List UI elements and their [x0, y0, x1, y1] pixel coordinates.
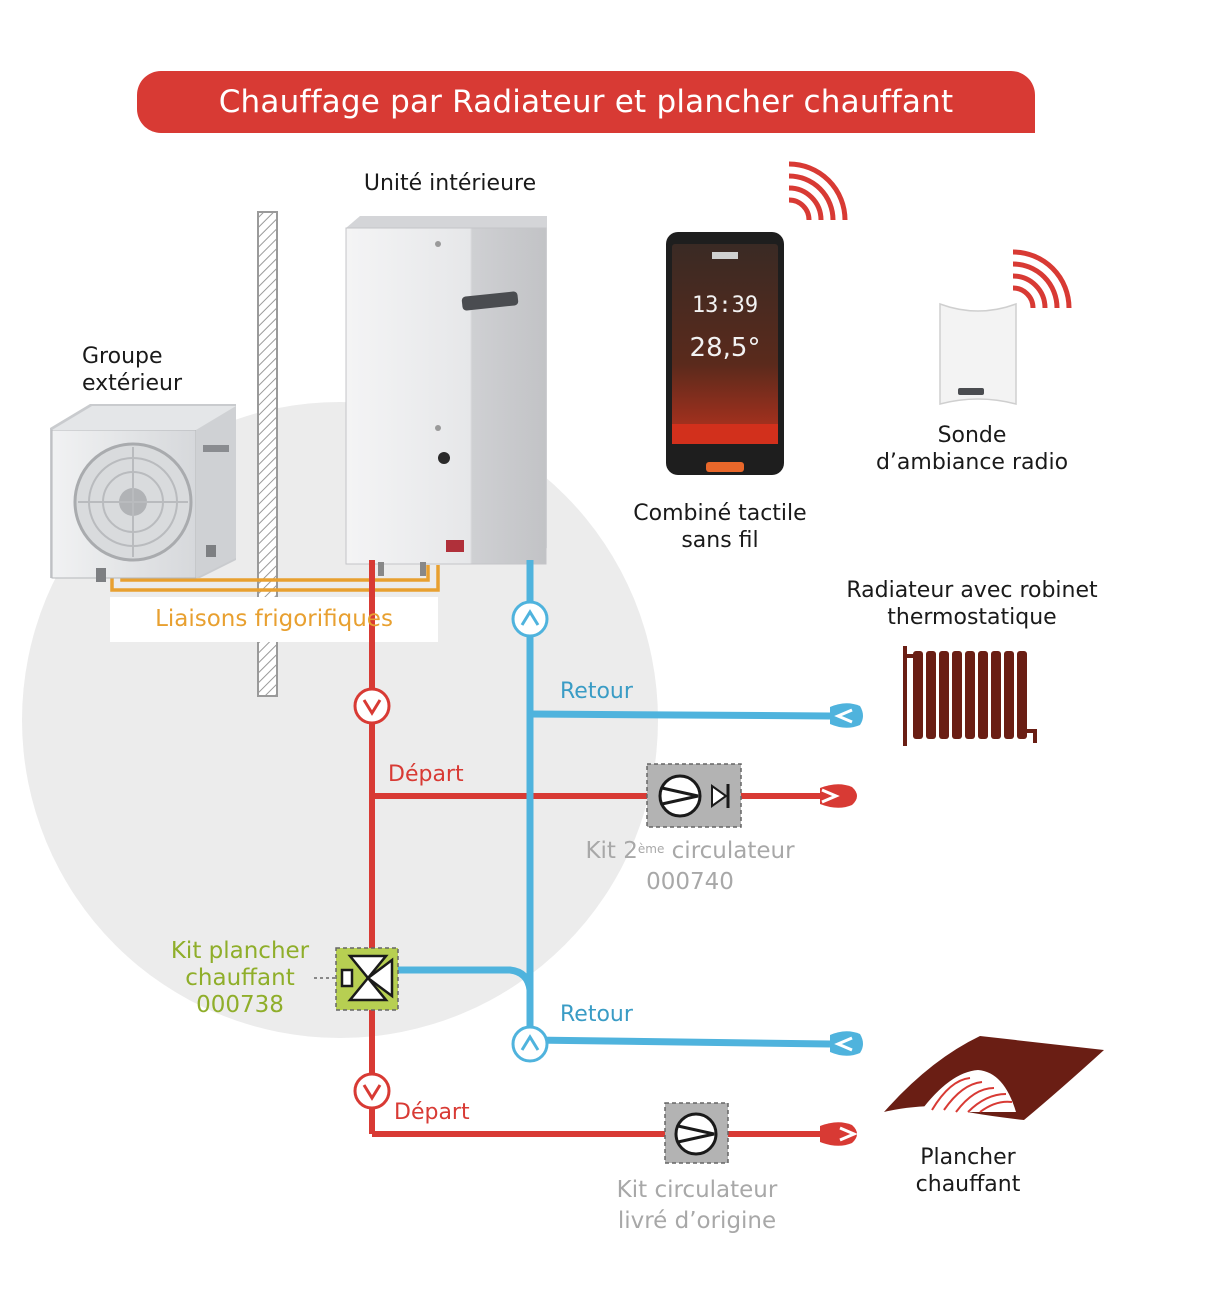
- floor-heating: [884, 1036, 1104, 1120]
- second-pump-kit: [646, 763, 742, 828]
- return-label-2: Retour: [560, 1002, 633, 1027]
- flow-down-icon: [353, 687, 391, 725]
- indoor-unit-label: Unité intérieure: [363, 171, 537, 196]
- wifi-waves-icon: [788, 161, 848, 221]
- floor-kit: [314, 947, 399, 1011]
- flow-left-icon: [830, 703, 863, 728]
- chevron-right-icon: [839, 1126, 858, 1142]
- supply-label-1: Départ: [388, 762, 464, 787]
- room-sensor: [939, 302, 1017, 405]
- floor-heating-label: Plancher chauffant: [915, 1145, 1021, 1197]
- pump-icon: [674, 1112, 718, 1156]
- remote-temperature: 28,5°: [690, 333, 761, 363]
- three-way-valve-icon: [340, 954, 394, 1002]
- page-title: Chauffage par Radiateur et plancher chau…: [137, 71, 1035, 133]
- flow-up-icon: [511, 600, 549, 638]
- chevron-left-icon: [834, 1036, 853, 1052]
- remote-time: 13:39: [692, 293, 758, 318]
- flow-left-icon: [830, 1031, 863, 1056]
- pump-icon: [658, 774, 702, 818]
- indoor-unit: [345, 216, 547, 576]
- floor-kit-label: Kit plancher chauffant 000738: [170, 938, 310, 1018]
- wifi-waves-icon: [1012, 249, 1072, 309]
- remote-label: Combiné tactile sans fil: [633, 501, 807, 553]
- supply-line: [369, 560, 830, 1137]
- radiator: [903, 646, 1037, 746]
- check-valve-icon: [711, 784, 730, 808]
- touch-remote: 13:39 28,5°: [666, 232, 784, 475]
- chevron-left-icon: [834, 708, 853, 724]
- origin-pump-kit: [664, 1102, 729, 1164]
- chevron-right-icon: [821, 788, 840, 804]
- flow-down-icon: [353, 1072, 391, 1110]
- return-label-1: Retour: [560, 679, 633, 704]
- flow-right-icon: [820, 1122, 857, 1146]
- outdoor-unit-label: Groupe extérieur: [82, 344, 183, 396]
- supply-label-2: Départ: [394, 1100, 470, 1125]
- flow-up-icon: [511, 1025, 549, 1063]
- return-line: [398, 560, 831, 1048]
- wall: [257, 211, 278, 697]
- refrigerant-label: Liaisons frigorifiques: [155, 606, 393, 632]
- origin-pump-kit-label: Kit circulateur livré d’origine: [616, 1177, 778, 1234]
- outdoor-unit: [50, 404, 236, 582]
- room-sensor-label: Sonde d’ambiance radio: [875, 423, 1069, 475]
- radiator-label: Radiateur avec robinet thermostatique: [846, 578, 1098, 630]
- refrigerant-label-box: [110, 597, 438, 642]
